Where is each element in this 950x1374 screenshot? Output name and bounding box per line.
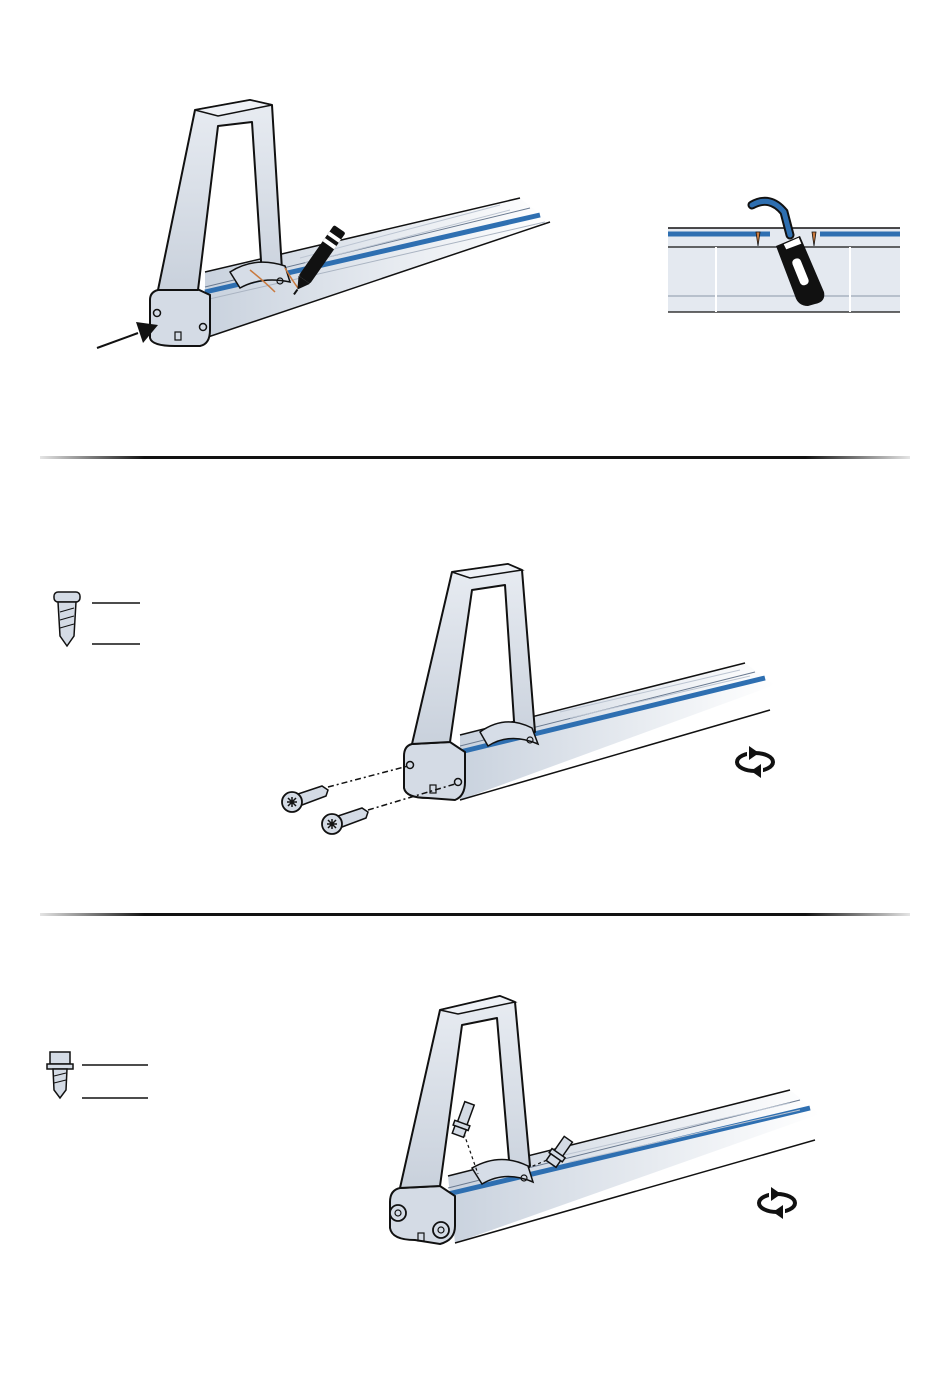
section-divider [40,913,910,916]
guide-line [328,766,408,787]
end-cap [404,742,465,800]
hex-flange-bolt-icon [47,1052,73,1098]
step-1-panel [0,0,950,455]
rotate-clockwise-icon [737,746,773,778]
detail-inset [668,201,900,312]
end-cap [390,1186,455,1244]
hex-bolt [450,1101,477,1138]
end-cap-arrow [97,322,158,348]
step-2-illustration [0,460,950,912]
step-3-panel [0,918,950,1374]
upright-bracket [412,564,538,746]
torx-screw [322,808,368,834]
upright-bracket [158,100,290,290]
section-divider [40,456,910,459]
rotate-clockwise-icon [759,1187,795,1219]
torx-pan-head-screw-icon [54,592,80,646]
upright-bracket [400,996,533,1188]
step-2-panel [0,460,950,912]
torx-screw [282,786,328,812]
step-3-illustration [0,918,950,1374]
step-1-illustration [0,0,950,455]
end-cap [150,288,210,346]
